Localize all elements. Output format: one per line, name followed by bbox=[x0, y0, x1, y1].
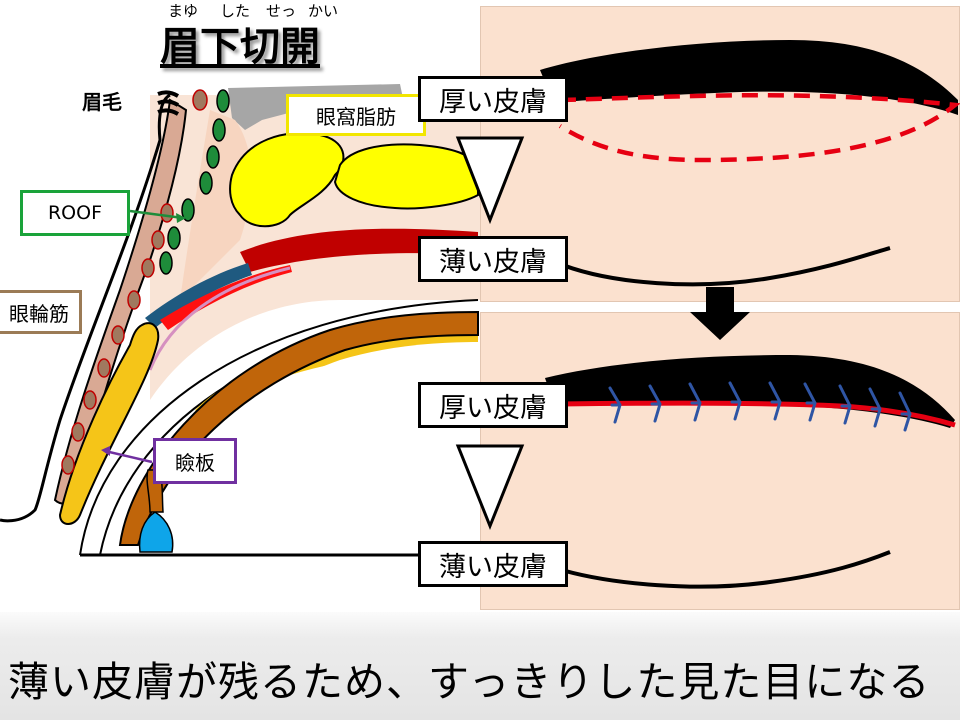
thin-skin-after bbox=[554, 550, 891, 589]
suture-mark bbox=[688, 382, 702, 422]
caption-bar bbox=[0, 612, 960, 720]
closure-line bbox=[559, 400, 956, 428]
tarsus-label: 瞼板 bbox=[153, 438, 237, 484]
roof-arrowhead bbox=[176, 213, 186, 223]
sclera-arc-outer bbox=[79, 299, 479, 556]
orbital-fat-label: 眼窩脂肪 bbox=[286, 94, 426, 136]
title-ruby-2: した bbox=[220, 2, 251, 20]
suture-mark bbox=[608, 386, 622, 424]
suture-mark bbox=[768, 381, 782, 421]
orbicularis-bead bbox=[151, 230, 165, 250]
title-ruby-1: まゆ bbox=[168, 2, 199, 20]
soft-tissue-band bbox=[180, 110, 252, 300]
roof-bead bbox=[206, 145, 220, 169]
suture-mark bbox=[898, 391, 912, 432]
caption-text: 薄い皮膚が残るため、すっきりした見た目になる bbox=[8, 658, 931, 706]
down-triangle-icon bbox=[455, 444, 525, 531]
orbital-fat bbox=[333, 143, 479, 210]
excision-outline bbox=[558, 93, 960, 163]
suture-mark bbox=[803, 382, 817, 422]
thin-skin-before bbox=[554, 246, 891, 287]
rectus-muscle bbox=[118, 310, 479, 546]
roof-bead bbox=[212, 118, 226, 142]
pink-layer bbox=[148, 266, 291, 371]
roof-bead bbox=[159, 251, 173, 275]
skin-contour bbox=[0, 93, 171, 523]
orbicularis-beads bbox=[61, 89, 208, 475]
orbicularis-label: 眼輪筋 bbox=[0, 290, 82, 334]
orbicularis-bead bbox=[111, 325, 125, 345]
brow-label: 眉毛 bbox=[82, 90, 122, 114]
orbicularis-bead bbox=[61, 455, 75, 475]
orbicularis-bead bbox=[83, 390, 97, 410]
thick-skin-before bbox=[540, 40, 958, 115]
suture-mark bbox=[868, 387, 882, 428]
roof-bead bbox=[216, 89, 230, 113]
title-ruby-3: せっ bbox=[266, 2, 297, 20]
suture-mark bbox=[728, 381, 742, 421]
roof-label: ROOF bbox=[20, 190, 130, 236]
thick-skin-label-before: 厚い皮膚 bbox=[418, 76, 568, 122]
thick-skin-label-after: 厚い皮膚 bbox=[418, 382, 568, 428]
down-triangle-icon bbox=[455, 136, 525, 225]
orbicularis-bead bbox=[97, 358, 111, 378]
thin-skin-label-before: 薄い皮膚 bbox=[418, 236, 568, 282]
orbicularis-bead bbox=[192, 89, 208, 111]
orbicularis-bead bbox=[71, 422, 85, 442]
tarsus-arrowhead bbox=[101, 446, 110, 456]
suture-mark bbox=[838, 384, 852, 425]
down-arrow-icon bbox=[690, 287, 750, 340]
orbicularis-bead bbox=[127, 290, 141, 310]
tarsus-plate bbox=[58, 322, 160, 525]
orbicularis-bead bbox=[141, 258, 155, 278]
roof-bead bbox=[199, 171, 213, 195]
title-ruby-4: かい bbox=[308, 2, 339, 20]
suture-mark bbox=[648, 384, 662, 423]
globe-white bbox=[150, 342, 478, 555]
suture-marks bbox=[608, 381, 912, 432]
page-title: 眉下切開 bbox=[160, 24, 320, 70]
brow-hair-icon bbox=[157, 90, 180, 116]
roof-bead bbox=[181, 198, 195, 222]
thin-skin-label-after: 薄い皮膚 bbox=[418, 541, 568, 587]
roof-bead bbox=[167, 226, 181, 250]
tarsus-leader bbox=[104, 449, 153, 464]
roof-leader bbox=[129, 209, 184, 220]
thick-skin-after bbox=[545, 355, 955, 428]
muller-muscle bbox=[145, 263, 252, 328]
roof-beads bbox=[159, 89, 230, 275]
